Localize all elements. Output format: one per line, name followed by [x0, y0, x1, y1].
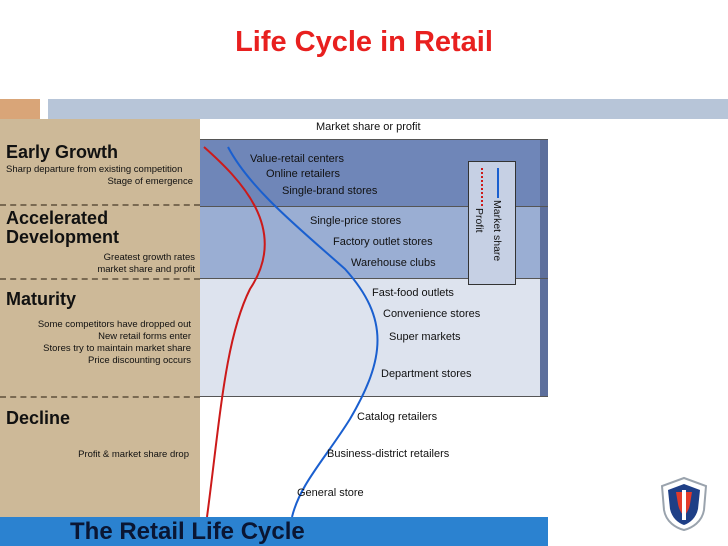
- store-label: Factory outlet stores: [333, 236, 433, 248]
- legend: Profit Market share: [468, 161, 516, 285]
- band-decline: [200, 396, 545, 517]
- store-label: Value-retail centers: [250, 153, 344, 165]
- store-label: Department stores: [381, 368, 472, 380]
- header-accent-blue: [48, 99, 728, 119]
- retail-life-cycle-diagram: Early Growth Sharp departure from existi…: [0, 119, 548, 546]
- stage-title-accelerated-development: Accelerated Development: [6, 208, 120, 247]
- legend-profit: Profit: [473, 208, 485, 233]
- stage-note: Sharp departure from existing competitio…: [6, 164, 183, 175]
- store-label: Convenience stores: [383, 308, 481, 320]
- store-label: Warehouse clubs: [351, 257, 436, 269]
- band-divider: [200, 139, 548, 140]
- band-maturity: [200, 278, 545, 396]
- band-shadow: [540, 139, 548, 396]
- stage-note: market share and profit: [97, 264, 195, 275]
- band-divider: [200, 206, 548, 207]
- stage-title-decline: Decline: [6, 408, 71, 428]
- stage-divider: [0, 396, 200, 398]
- stage-divider: [0, 278, 200, 280]
- store-label: Catalog retailers: [357, 411, 438, 423]
- stage-note: Profit & market share drop: [78, 449, 189, 460]
- store-label: Online retailers: [266, 168, 340, 180]
- stage-note: Some competitors have dropped out: [37, 319, 191, 330]
- diagram-caption: The Retail Life Cycle: [70, 518, 305, 545]
- header-accent-gap: [40, 99, 48, 119]
- market-share-curve: [227, 146, 379, 518]
- shield-logo-icon: [660, 476, 708, 532]
- stage-note: Stores try to maintain market share: [43, 343, 191, 354]
- stage-title-early-growth: Early Growth: [6, 142, 119, 162]
- slide-title: Life Cycle in Retail: [235, 26, 493, 58]
- stage-divider: [0, 204, 200, 206]
- stage-title-maturity: Maturity: [6, 289, 77, 309]
- store-label: General store: [297, 487, 364, 499]
- profit-curve: [203, 146, 266, 518]
- stage-note: Price discounting occurs: [88, 355, 191, 366]
- store-label: Single-price stores: [310, 215, 402, 227]
- band-divider: [200, 278, 548, 279]
- caption-bar: [0, 517, 548, 546]
- band-divider: [200, 396, 548, 397]
- store-label: Fast-food outlets: [372, 287, 454, 299]
- stage-note: Stage of emergence: [107, 176, 193, 187]
- axis-label: Market share or profit: [316, 121, 421, 133]
- store-label: Business-district retailers: [327, 448, 450, 460]
- store-label: Single-brand stores: [282, 185, 378, 197]
- stage-note: New retail forms enter: [98, 331, 191, 342]
- stage-panel: [0, 119, 200, 546]
- legend-market-share: Market share: [491, 200, 503, 262]
- store-label: Super markets: [389, 331, 461, 343]
- header-accent-orange: [0, 99, 40, 119]
- life-cycle-curves: [203, 146, 379, 518]
- stage-note: Greatest growth rates: [103, 252, 195, 263]
